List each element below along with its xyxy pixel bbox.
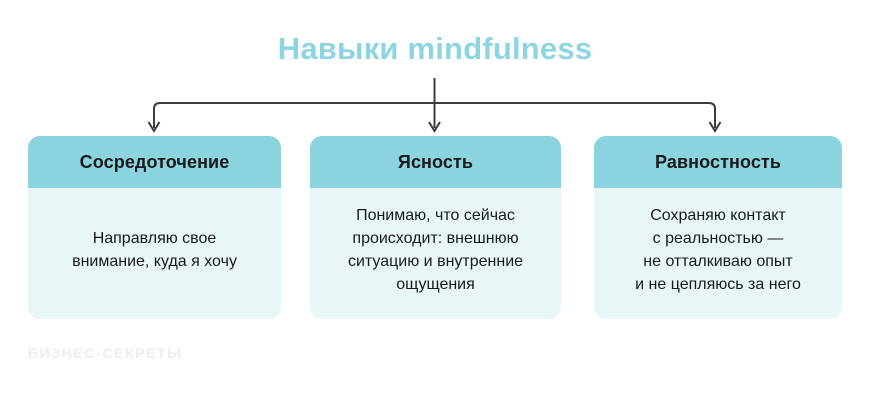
skill-card-body: Сохраняю контакт с реальностью — не отта… [594, 188, 842, 319]
arrowhead-center [428, 121, 441, 133]
watermark-brand: БИЗНЕС-СЕКРЕТЫ [28, 345, 183, 361]
skill-card-body-text: Понимаю, что сейчас происходит: внешнюю … [347, 206, 524, 293]
skill-card-body: Направляю свое внимание, куда я хочу [28, 188, 281, 319]
skill-card-equanimity: Равностность Сохраняю контакт с реальнос… [594, 136, 842, 319]
skill-card-header: Сосредоточение [28, 136, 281, 188]
skill-card-body-text: Направляю свое внимание, куда я хочу [72, 229, 237, 270]
diagram-title: Навыки mindfulness [277, 31, 593, 66]
skill-card-concentration: Сосредоточение Направляю свое внимание, … [28, 136, 281, 319]
arrowhead-right [708, 121, 722, 133]
connector-bus [153, 102, 716, 128]
skill-card-body-text: Сохраняю контакт с реальностью — не отта… [635, 206, 801, 293]
skill-card-header: Ясность [310, 136, 561, 188]
skill-card-body: Понимаю, что сейчас происходит: внешнюю … [310, 188, 561, 319]
skill-card-clarity: Ясность Понимаю, что сейчас происходит: … [310, 136, 561, 319]
skill-card-header: Равностность [594, 136, 842, 188]
arrowhead-left [147, 121, 161, 133]
